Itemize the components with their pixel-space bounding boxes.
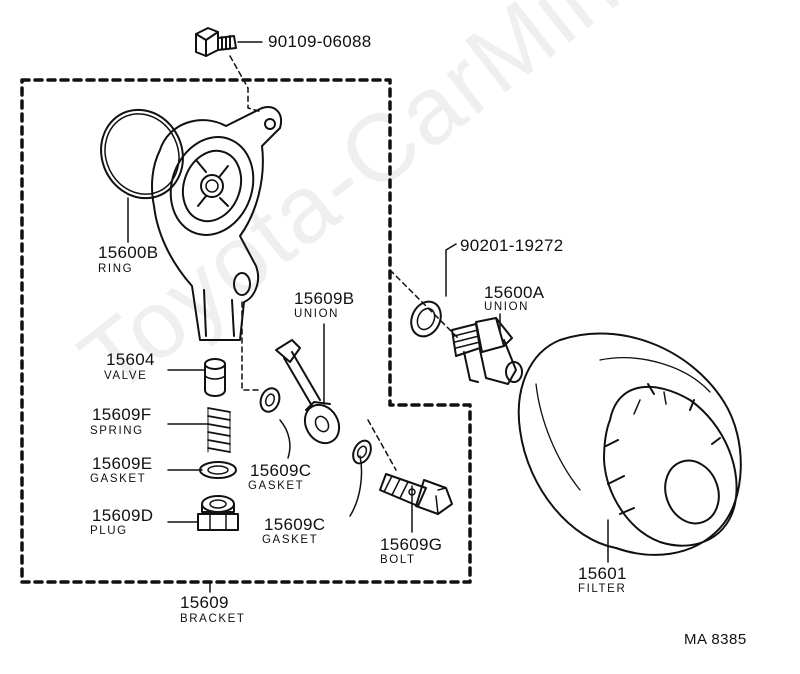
bracket-boundary	[20, 78, 472, 584]
plug-drawing	[197, 495, 239, 531]
part-number-filter: 15601	[578, 564, 627, 583]
filter-gasket-drawing	[410, 300, 442, 338]
gasket-c2-drawing	[352, 439, 372, 465]
part-name-valve: VALVE	[104, 370, 148, 382]
part-name-gasket-e: GASKET	[90, 473, 147, 485]
part-name-plug: PLUG	[90, 525, 128, 537]
part-number-gasket-c1: 15609C	[250, 461, 312, 480]
filter-drawing	[517, 332, 742, 556]
part-name-spring: SPRING	[90, 425, 144, 437]
union-a-drawing	[451, 317, 523, 385]
part-name-gasket-c2: GASKET	[262, 534, 319, 546]
top-bolt-drawing	[195, 27, 237, 57]
part-number-spring: 15609F	[92, 405, 152, 424]
part-number-gasket-e: 15609E	[92, 454, 153, 473]
leader-lines	[127, 41, 609, 593]
spring-drawing	[207, 407, 231, 453]
gasket-c1-drawing	[259, 387, 281, 413]
union-b-drawing	[275, 339, 341, 445]
part-number-union-a: 15600A	[484, 283, 545, 302]
part-number-union-b: 15609B	[294, 289, 355, 308]
part-name-bolt-g: BOLT	[380, 554, 416, 566]
part-number-bracket: 15609	[180, 593, 229, 612]
part-name-bracket: BRACKET	[180, 613, 246, 625]
part-name-filter: FILTER	[578, 583, 627, 595]
part-number-plug: 15609D	[92, 506, 154, 525]
dashed-leaders	[229, 55, 461, 471]
part-number-valve: 15604	[106, 350, 155, 369]
part-name-gasket-c1: GASKET	[248, 480, 305, 492]
valve-drawing	[204, 358, 226, 397]
gasket-e-drawing	[199, 461, 237, 479]
bracket-body-drawing	[151, 106, 282, 341]
bolt-g-drawing	[379, 473, 453, 515]
part-name-union-b: UNION	[294, 308, 340, 320]
part-number-ring: 15600B	[98, 243, 159, 262]
diagram-code: MA 8385	[684, 631, 747, 648]
part-name-union-a: UNION	[484, 301, 530, 313]
part-number-gasket-c2: 15609C	[264, 515, 326, 534]
part-number-bolt-g: 15609G	[380, 535, 443, 554]
part-number-90109-06088: 90109-06088	[268, 32, 372, 51]
part-number-90201-19272: 90201-19272	[460, 236, 564, 255]
ring-drawing	[100, 108, 184, 200]
part-name-ring: RING	[98, 263, 134, 275]
